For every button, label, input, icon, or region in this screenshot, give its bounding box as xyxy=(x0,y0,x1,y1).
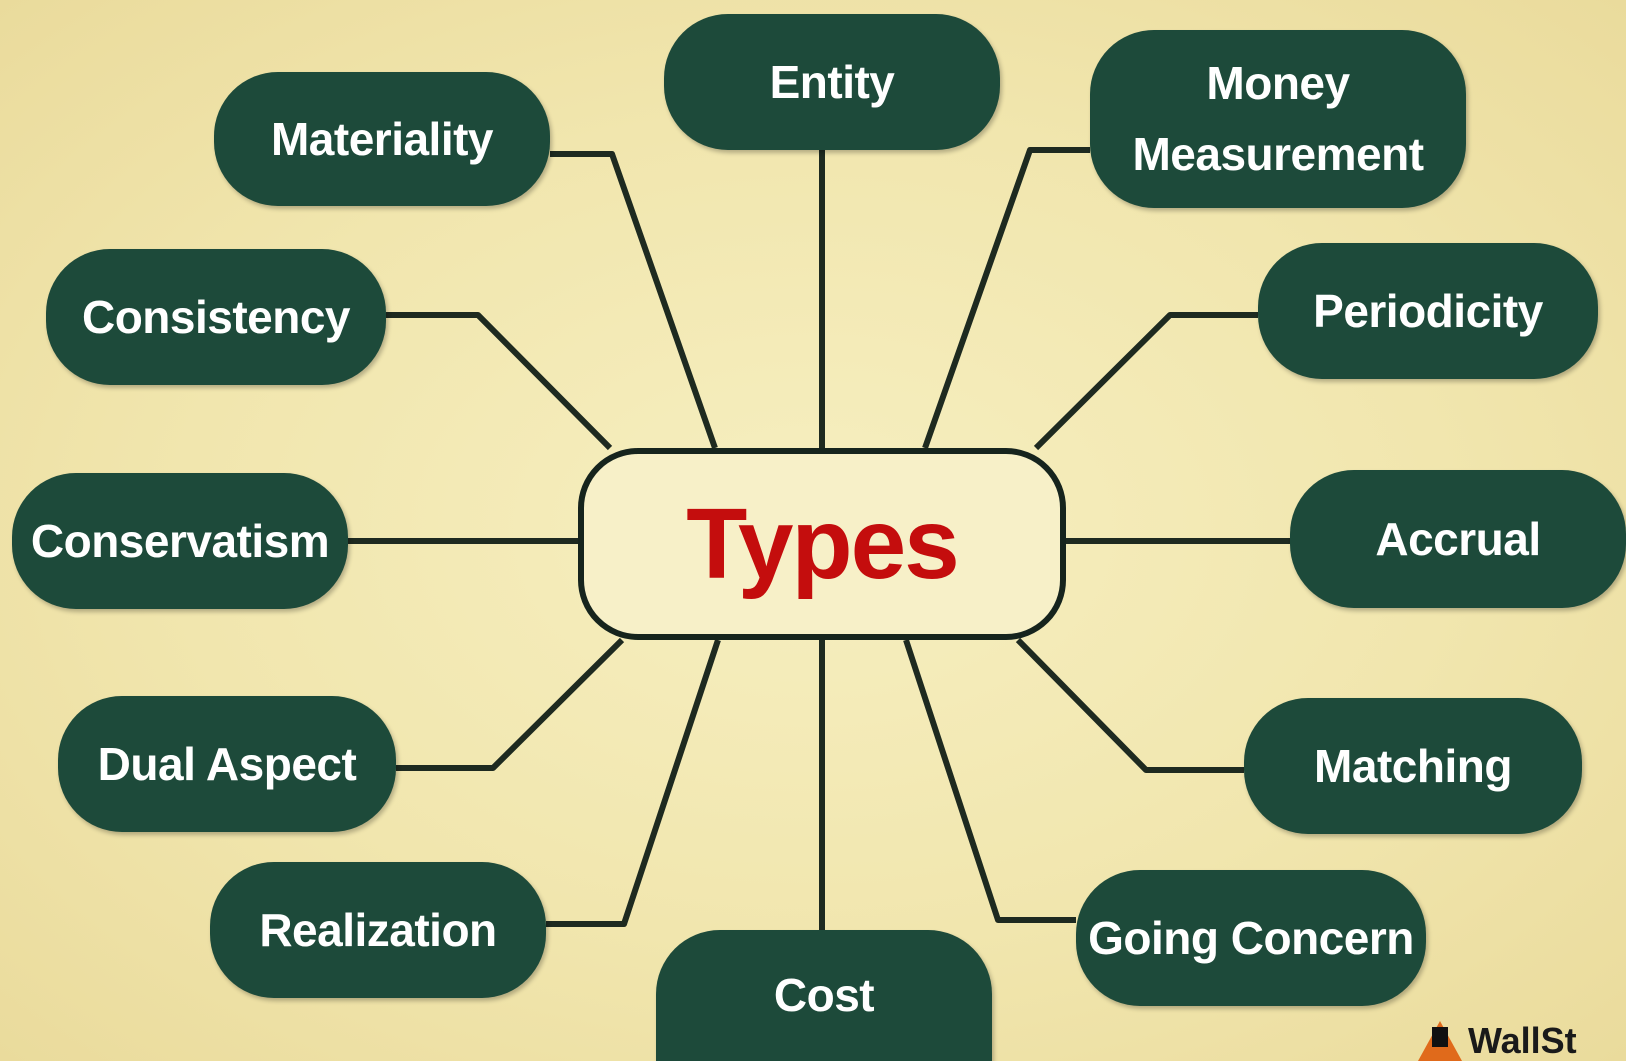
node-realization: Realization xyxy=(210,862,546,998)
node-materiality: Materiality xyxy=(214,72,550,206)
node-realization-label: Realization xyxy=(259,903,497,956)
node-conservatism-label: Conservatism xyxy=(30,514,330,567)
node-cost: Cost xyxy=(656,930,992,1061)
node-matching-label: Matching xyxy=(1314,739,1512,792)
node-accrual-label: Accrual xyxy=(1375,512,1541,565)
node-periodicity: Periodicity xyxy=(1258,243,1598,379)
node-periodicity-label: Periodicity xyxy=(1313,284,1543,337)
logo-icon xyxy=(1418,1021,1462,1061)
node-entity: Entity xyxy=(664,14,1000,150)
node-matching: Matching xyxy=(1244,698,1582,834)
node-consistency-label: Consistency xyxy=(81,290,351,343)
watermark-text: WallSt xyxy=(1468,1020,1577,1061)
connector-periodicity xyxy=(1033,312,1258,451)
node-cost-label: Cost xyxy=(773,969,875,1021)
center-label: Types xyxy=(686,487,960,600)
node-going-concern-label: Going Concern xyxy=(1088,911,1414,964)
node-dual-aspect-label: Dual Aspect xyxy=(97,737,357,790)
connector-matching xyxy=(1015,637,1244,773)
connector-going-concern xyxy=(903,639,1076,923)
center-node-types: Types xyxy=(578,448,1066,640)
node-dual-aspect: Dual Aspect xyxy=(58,696,396,832)
node-money-measurement: Money Measurement xyxy=(1090,30,1466,208)
node-going-concern: Going Concern xyxy=(1076,870,1426,1006)
node-conservatism: Conservatism xyxy=(12,473,348,609)
node-money-label-line2: Measurement xyxy=(1132,128,1424,180)
connector-consistency xyxy=(386,312,613,451)
node-consistency: Consistency xyxy=(46,249,386,385)
node-materiality-label: Materiality xyxy=(270,112,494,165)
watermark-logo: WallSt xyxy=(1418,1014,1626,1061)
node-accrual: Accrual xyxy=(1290,470,1626,608)
connector-money-measurement xyxy=(922,147,1090,449)
node-entity-label: Entity xyxy=(769,55,895,108)
connector-materiality xyxy=(550,151,718,449)
node-money-label-line1: Money xyxy=(1206,56,1350,109)
connector-realization xyxy=(546,639,721,927)
connector-dual-aspect xyxy=(396,637,625,771)
